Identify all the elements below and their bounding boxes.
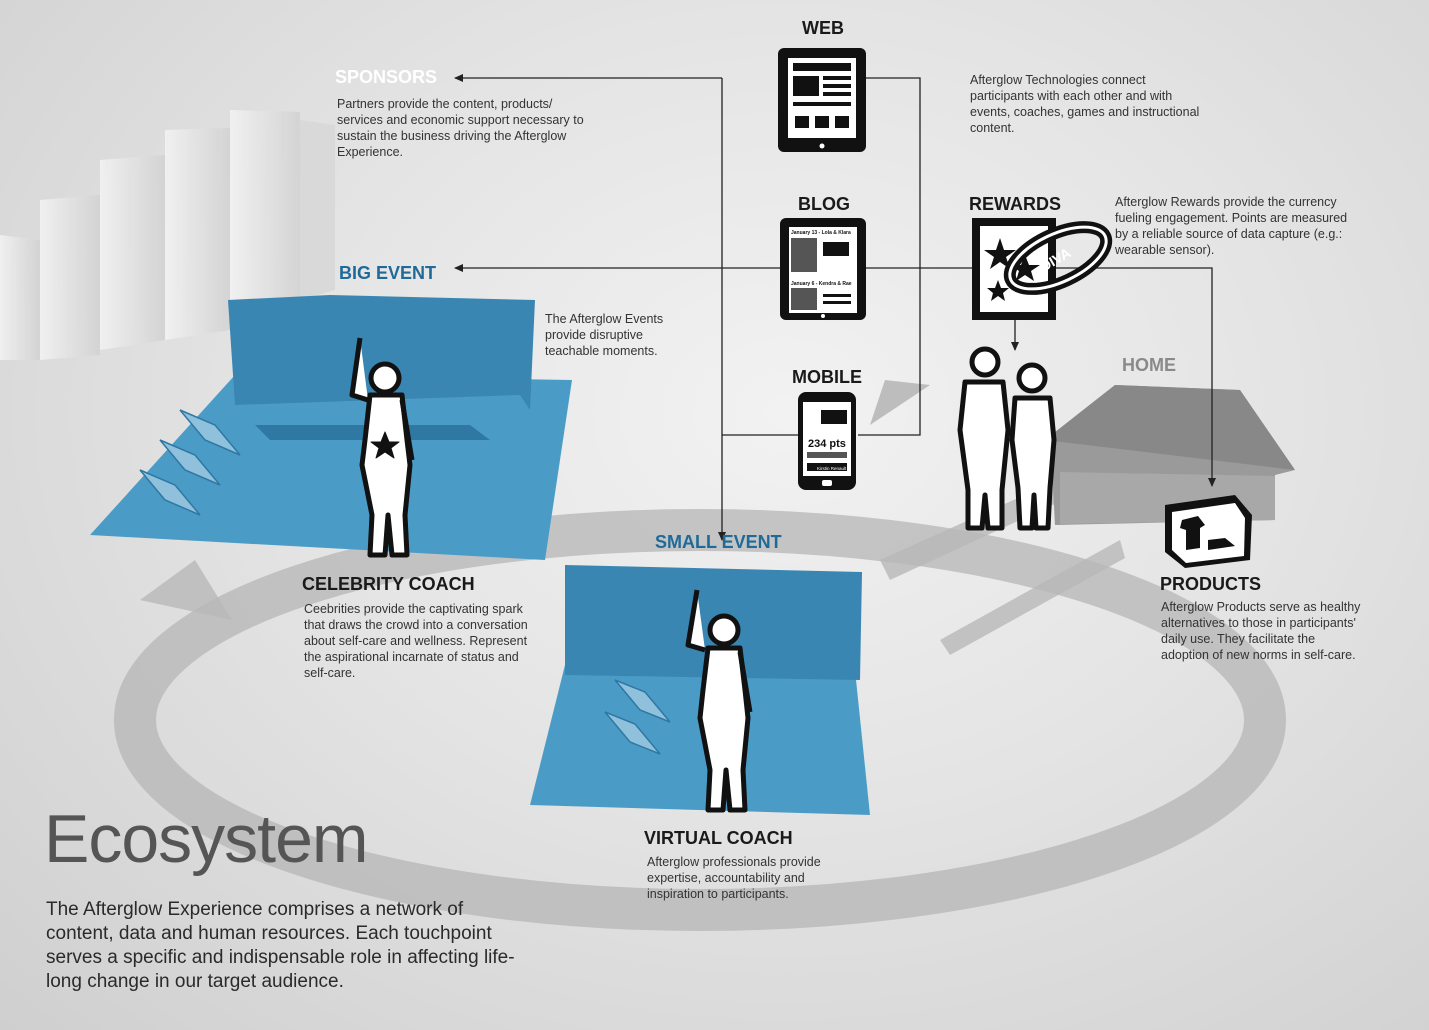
celebrity-coach-label: CELEBRITY COACH — [302, 574, 475, 594]
page-title: Ecosystem — [44, 801, 369, 877]
small-event-label: SMALL EVENT — [655, 532, 782, 552]
blog-entry-2: January 6 - Kendra & Rae — [791, 281, 852, 287]
ring-arrowhead-top — [870, 380, 930, 425]
web-tablet-icon — [778, 48, 866, 152]
small-event-stage — [530, 565, 870, 815]
blog-label: BLOG — [798, 194, 850, 214]
sponsors-description: Partners provide the content, products/ … — [337, 97, 584, 159]
products-box-icon — [1165, 495, 1252, 568]
ring-arrowhead-left — [140, 560, 232, 620]
products-description: Afterglow Products serve as healthy alte… — [1161, 600, 1361, 662]
mobile-phone-icon — [798, 392, 856, 490]
connectors — [454, 74, 1216, 541]
rewards-label: REWARDS — [969, 194, 1062, 214]
products-label: PRODUCTS — [1160, 574, 1262, 594]
home-label: HOME — [1122, 355, 1176, 375]
celebrity-coach-description: Ceebrities provide the captivating spark… — [304, 602, 528, 680]
virtual-coach-figure — [685, 589, 753, 813]
web-label: WEB — [802, 18, 844, 38]
blog-entry-1: January 13 - Lola & Klara — [791, 230, 851, 236]
mobile-user: Kirstin Renault — [817, 466, 847, 471]
big-event-stage — [90, 295, 572, 560]
virtual-coach-description: Afterglow professionals provide expertis… — [647, 855, 821, 901]
mobile-label: MOBILE — [792, 367, 862, 387]
participants-figures — [957, 346, 1057, 531]
virtual-coach-label: VIRTUAL COACH — [644, 828, 793, 848]
big-event-description: The Afterglow Events provide disruptive … — [545, 312, 664, 358]
rewards-description: Afterglow Rewards provide the currency f… — [1115, 195, 1348, 257]
diva-band-icon — [1003, 221, 1113, 295]
home-house — [1045, 385, 1295, 525]
blog-tablet-icon — [780, 218, 866, 320]
web-description: Afterglow Technologies connect participa… — [970, 73, 1200, 135]
celebrity-coach-figure — [349, 337, 415, 558]
intro-paragraph: The Afterglow Experience comprises a net… — [46, 899, 515, 992]
big-event-label: BIG EVENT — [339, 263, 437, 283]
flow-ring — [114, 509, 1286, 931]
city-buildings — [0, 110, 335, 360]
mobile-points: 234 pts — [808, 438, 846, 450]
sponsors-label: SPONSORS — [335, 67, 438, 87]
